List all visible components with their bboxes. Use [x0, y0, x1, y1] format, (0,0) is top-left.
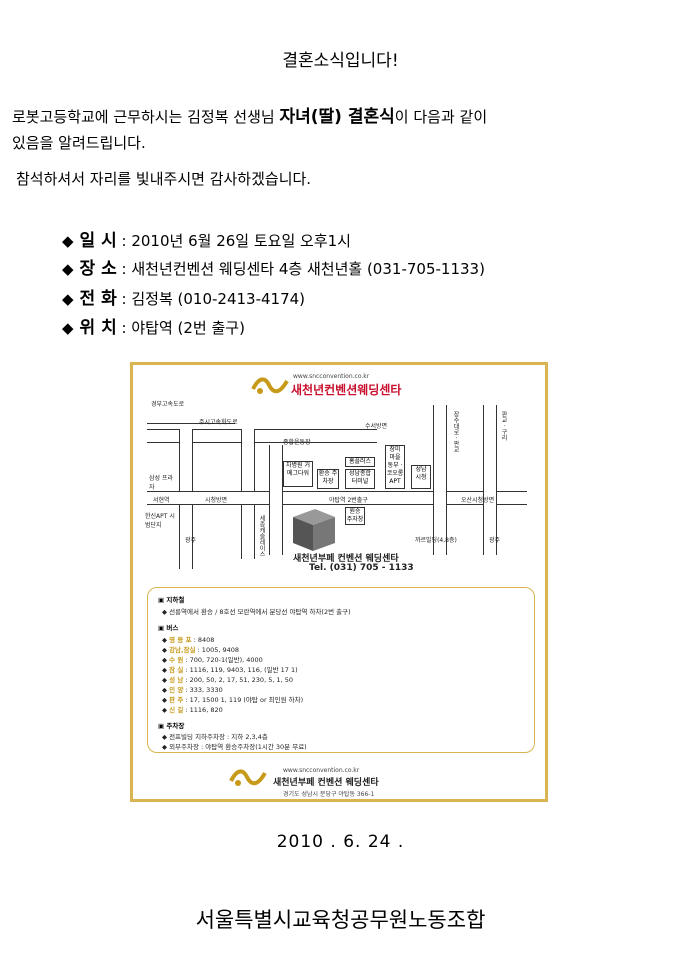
road [147, 491, 527, 505]
map-url-top: www.sncconvention.co.kr [293, 373, 370, 380]
bus-row: ◆ 수 원 : 700, 720-1(일반), 4000 [162, 656, 263, 664]
label-pangyo: 판교 · 구리 [500, 411, 507, 441]
bus-row: ◆ 영 등 포 : 8408 [162, 636, 215, 644]
intro-line2: 있음을 알려드립니다. [12, 134, 146, 152]
diamond-bullet-icon: ◆ [62, 290, 74, 308]
notice-date: 2010 . 6. 24 . [276, 832, 405, 852]
diamond-bullet-icon: ◆ [62, 319, 74, 337]
bus-row: ◆ 성 남 : 200, 50, 2, 17, 51, 230, 5, 1, 5… [162, 676, 294, 684]
label-road-inner: 주시고속화도로 [199, 419, 238, 426]
label-samsung: 삼성 프라자 [149, 475, 173, 491]
map-brand-top: 새천년컨벤션웨딩센타 [291, 383, 402, 397]
label-jangsu: 장수대로 · 판교 [452, 411, 459, 453]
label-office: 까르빌딩(4,8층) [415, 537, 457, 544]
location-map: www.sncconvention.co.kr 새천년컨벤션웨딩센타 경부고속도… [130, 362, 548, 802]
bus-row: ◆ 강남,잠실 : 1005, 9408 [162, 646, 240, 654]
info-key: 일 시 [79, 231, 117, 251]
intro-line1-post: 이 다음과 같이 [394, 108, 488, 126]
info-row-place: ◆ 장 소 : 새천년컨벤션 웨딩센타 4층 새천년홀 (031-705-1133… [62, 254, 485, 279]
info-row-location: ◆ 위 치 : 야탑역 (2번 출구) [62, 313, 245, 338]
map-brand-bottom: 새천년부페 컨벤션 웨딩센타 [273, 778, 379, 788]
label-suseo: 수서방면 [365, 423, 388, 430]
intro-line1-pre: 로봇고등학교에 근무하시는 김정복 선생님 [12, 108, 280, 126]
page-title: 결혼소식입니다! [282, 51, 399, 71]
label-sports: 종합운동장 [283, 439, 311, 446]
label-gwangju-right: 광주 [489, 537, 501, 544]
info-row-phone: ◆ 전 화 : 김정복 (010-2413-4174) [62, 284, 305, 309]
block-apt2: 장미 마을 동부 · 코오롱 APT [385, 445, 405, 489]
label-road-top: 경부고속도로 [151, 401, 185, 408]
label-station: 야탑역 2번출구 [329, 497, 368, 504]
label-siheung: 시청방면 [205, 497, 228, 504]
label-apt: 한신APT 시범단지 [145, 513, 175, 529]
diamond-bullet-icon: ◆ [62, 232, 74, 250]
label-seohyeon: 서현역 [153, 497, 170, 504]
road [483, 405, 497, 555]
organization-name: 서울특별시교육청공무원노동조합 [195, 908, 486, 932]
info-key: 전 화 [79, 289, 117, 309]
parking-line1: ◆ 전프빌딩 지하주차장 : 지하 2,3,4층 [162, 733, 268, 741]
label-highway-side: 세종캐슬레이스 [258, 515, 265, 557]
info-value: : 김정복 (010-2413-4174) [116, 290, 306, 308]
subway-desc: ◆ 선릉역에서 환승 / 8호선 모란역에서 분당선 야탑역 하차(2번 출구) [162, 608, 351, 616]
label-gwangju-left: 광주 [185, 537, 197, 544]
building-icon [293, 509, 335, 551]
block-terminal: 성남종합 터미널 [345, 469, 375, 489]
intro-paragraph: 로봇고등학교에 근무하시는 김정복 선생님 자녀(딸) 결혼식이 다음과 같이 … [12, 104, 487, 156]
block-seongnam: 성남 시청 [411, 465, 431, 489]
wave-logo-icon [229, 769, 267, 786]
road [433, 405, 447, 555]
road [269, 445, 283, 555]
directions-guide: ▣ 지하철 ◆ 선릉역에서 환승 / 8호선 모란역에서 분당선 야탑역 하차(… [147, 587, 535, 753]
parking-title: ▣ 주차장 [158, 722, 185, 730]
info-value: : 새천년컨벤션 웨딩센타 4층 새천년홀 (031-705-1133) [116, 260, 485, 278]
wave-logo-icon [251, 377, 289, 394]
info-value: : 2010년 6월 26일 토요일 오후1시 [116, 232, 351, 250]
bus-row: ◆ 인 양 : 333, 3330 [162, 686, 223, 694]
bus-row: ◆ 신 길 : 1116, 820 [162, 706, 223, 714]
map-address: 경기도 성남시 분당구 야탑동 366-1 [283, 791, 375, 798]
info-value: : 야탑역 (2번 출구) [116, 319, 245, 337]
block-ramp: 원승 주자창 [345, 507, 365, 525]
bus-row: ◆ 잠 실 : 1116, 119, 9403, 116, (일반 17 1) [162, 666, 298, 674]
parking-line2: ◆ 외부주차장 : 야탑역 환승주차장(1시간 30분 무료) [162, 743, 307, 751]
subway-title: ▣ 지하철 [158, 596, 185, 604]
info-key: 위 치 [79, 318, 117, 338]
intro-line3: 참석하셔서 자리를 빛내주시면 감사하겠습니다. [16, 170, 312, 188]
map-venue-tel: Tel. (031) 705 - 1133 [309, 563, 414, 573]
info-row-datetime: ◆ 일 시 : 2010년 6월 26일 토요일 오후1시 [62, 226, 351, 251]
bus-title: ▣ 버스 [158, 624, 179, 632]
map-url-bottom: www.sncconvention.co.kr [283, 767, 360, 774]
info-key: 장 소 [79, 259, 117, 279]
road [147, 429, 377, 443]
block-homeplus: 홈플러스 [345, 457, 375, 467]
bus-row: ◆ 판 주 : 17, 1500 1, 119 (야탑 or 최인원 하차) [162, 696, 304, 704]
block-parking: 환승 주차장 [317, 469, 339, 489]
map-venue-name: 새천년부페 컨벤션 웨딩센타 [293, 554, 399, 564]
block-hospital: 차병원 거메그다워 [283, 461, 313, 487]
label-east: 오산시청방면 [461, 497, 495, 504]
diamond-bullet-icon: ◆ [62, 260, 74, 278]
intro-emphasis: 자녀(딸) 결혼식 [279, 107, 395, 127]
